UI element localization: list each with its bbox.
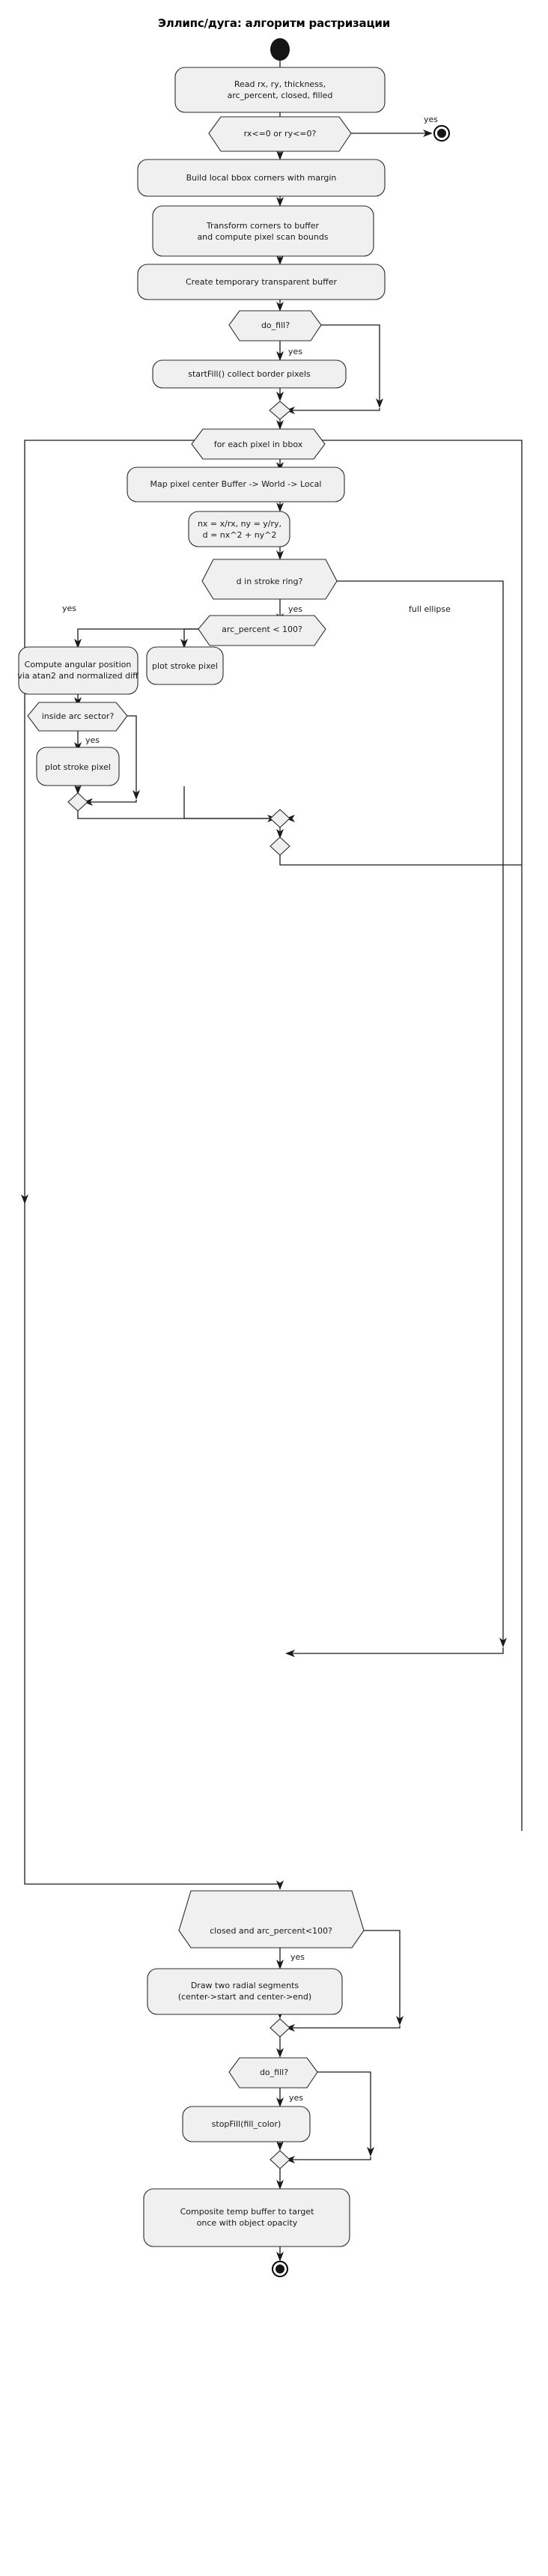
node-do-fill-1[interactable]: do_fill? [228,310,322,341]
node-compute-angle-line2: via atan2 and normalized diff [17,671,138,681]
node-merge-fill-2 [270,2150,290,2169]
node-start [270,38,290,61]
node-create-buffer[interactable]: Create temporary transparent buffer [137,264,386,300]
node-start-fill-label: startFill() collect border pixels [188,369,311,379]
node-build-bbox-label: Build local bbox corners with margin [186,173,337,183]
edge-label-closed-arc-yes: yes [290,1952,305,1962]
node-plot-stroke-arc-label: plot stroke pixel [45,762,111,772]
node-normalize-line1: nx = x/rx, ny = y/ry, [198,519,281,529]
node-normalize-line2: d = nx^2 + ny^2 [203,530,277,540]
node-merge-ring [270,836,290,856]
node-in-ring-label: d in stroke ring? [237,577,303,586]
node-plot-stroke-arc[interactable]: plot stroke pixel [36,747,120,786]
node-merge-radial [270,2018,290,2038]
node-composite[interactable]: Composite temp buffer to target once wit… [143,2188,350,2247]
node-do-fill-2-label: do_fill? [260,2068,288,2077]
edge-label-check-radii-yes: yes [424,115,438,124]
page-title: Эллипс/дуга: алгоритм растризации [157,16,391,30]
node-merge-arc [270,809,290,828]
node-transform-corners-line1: Transform corners to buffer [206,221,320,231]
edge-label-inside-sector-yes: yes [85,735,100,745]
node-do-fill-2[interactable]: do_fill? [228,2057,318,2089]
node-radial-segments-line2: (center->start and center->end) [178,1992,311,2002]
node-check-radii[interactable]: rx<=0 or ry<=0? [208,116,352,152]
edge-label-do-fill-1-yes: yes [288,347,302,356]
node-map-pixel[interactable]: Map pixel center Buffer -> World -> Loca… [127,467,345,502]
node-plot-stroke-full-label: plot stroke pixel [152,661,218,671]
node-closed-arc-label: closed and arc_percent<100? [210,1926,332,1936]
node-end-final [272,2261,288,2277]
node-loop-pixels-label: for each pixel in bbox [214,440,303,449]
node-end-early [433,125,450,142]
node-read-params[interactable]: Read rx, ry, thickness, arc_percent, clo… [174,67,386,113]
node-plot-stroke-full[interactable]: plot stroke pixel [146,646,224,685]
node-radial-segments[interactable]: Draw two radial segments (center->start … [147,1968,343,2015]
node-stop-fill[interactable]: stopFill(fill_color) [182,2106,311,2142]
node-merge-sector [67,792,88,812]
node-merge-fill-1 [269,401,291,420]
node-inside-sector-label: inside arc sector? [42,711,115,721]
node-composite-line1: Composite temp buffer to target [180,2207,314,2217]
edge-label-in-ring-full-ellipse: full ellipse [409,604,451,614]
node-read-params-line2: arc_percent, closed, filled [228,91,333,100]
node-closed-arc[interactable]: closed and arc_percent<100? [178,1890,365,1948]
node-radial-segments-line1: Draw two radial segments [191,1981,299,1990]
node-start-fill[interactable]: startFill() collect border pixels [152,359,347,389]
node-compute-angle-line1: Compute angular position [25,660,132,669]
node-arc-lt-100[interactable]: arc_percent < 100? [198,615,326,646]
node-transform-corners-line2: and compute pixel scan bounds [197,232,328,242]
node-create-buffer-label: Create temporary transparent buffer [186,277,337,287]
node-transform-corners[interactable]: Transform corners to buffer and compute … [152,205,374,257]
node-map-pixel-label: Map pixel center Buffer -> World -> Loca… [150,479,322,489]
node-build-bbox[interactable]: Build local bbox corners with margin [137,159,386,197]
edge-label-arc-lt-100-yes: yes [62,604,76,613]
edge-label-in-ring-yes: yes [288,604,302,614]
node-stop-fill-label: stopFill(fill_color) [212,2119,281,2129]
node-do-fill-1-label: do_fill? [261,321,290,330]
node-loop-pixels[interactable]: for each pixel in bbox [191,428,326,460]
node-arc-lt-100-label: arc_percent < 100? [222,625,302,634]
node-compute-angle[interactable]: Compute angular position via atan2 and n… [17,646,138,695]
node-check-radii-label: rx<=0 or ry<=0? [244,129,317,139]
node-inside-sector[interactable]: inside arc sector? [27,702,128,732]
edge-label-do-fill-2-yes: yes [289,2093,303,2103]
node-read-params-line1: Read rx, ry, thickness, [234,79,326,89]
node-in-ring[interactable]: d in stroke ring? [201,559,338,600]
node-normalize[interactable]: nx = x/rx, ny = y/ry, d = nx^2 + ny^2 [188,511,290,547]
node-composite-line2: once with object opacity [197,2218,298,2228]
